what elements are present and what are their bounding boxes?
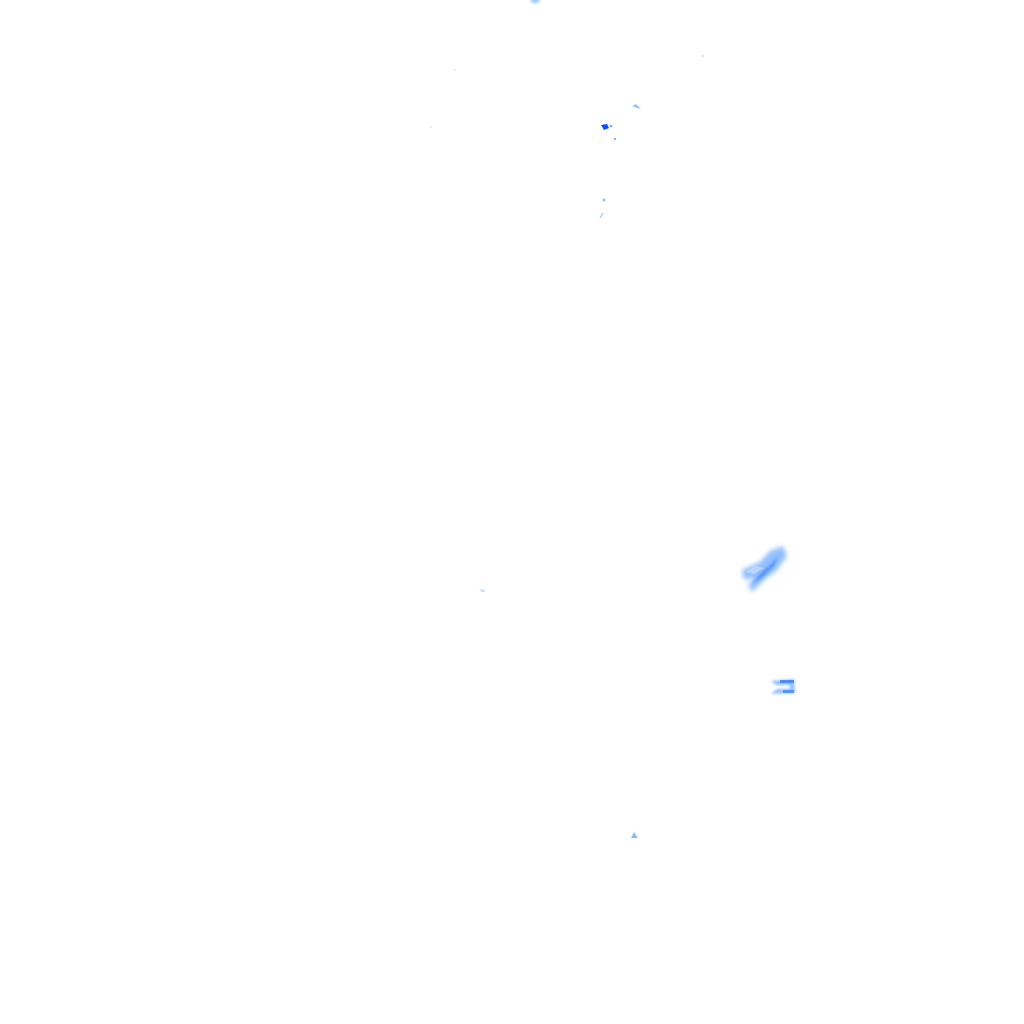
echo-bar-east <box>771 679 795 694</box>
echo-fleck-west <box>479 589 485 592</box>
echo-main-streak <box>742 546 787 592</box>
echo-dot-south <box>631 832 638 838</box>
echo-fleck-north-east <box>632 104 641 109</box>
echo-specks-north <box>430 55 704 219</box>
echo-small-dark-north <box>601 124 613 130</box>
echo-top-edge <box>530 0 540 3</box>
